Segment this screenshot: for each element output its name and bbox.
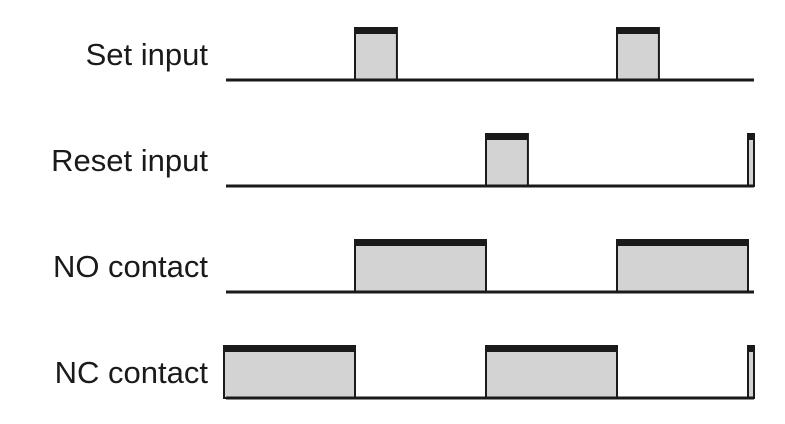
signal-label-no-contact: NO contact [53,249,208,284]
pulses-no-contact [354,239,749,293]
pulse-nc-contact-1 [223,345,356,399]
signal-row-reset-input: Reset input [51,133,755,188]
pulse-set-input-2 [616,27,660,81]
pulse-top-bar-reset-input-1 [486,134,528,140]
pulse-top-bar-set-input-1 [355,28,397,34]
pulse-set-input-1 [354,27,398,81]
pulse-reset-input-1 [485,133,529,187]
pulse-top-bar-nc-contact-1 [224,346,355,352]
pulse-no-contact-1 [354,239,487,293]
signal-row-nc-contact: NC contact [55,345,755,400]
pulses-reset-input [485,133,755,187]
pulse-nc-contact-2 [485,345,618,399]
pulses-set-input [354,27,660,81]
signal-row-set-input: Set input [86,27,754,82]
signal-label-nc-contact: NC contact [55,355,209,390]
pulse-top-bar-nc-contact-2 [486,346,617,352]
signal-label-set-input: Set input [86,37,209,72]
signal-row-no-contact: NO contact [53,239,754,294]
pulse-top-bar-reset-input-2 [748,134,754,140]
pulse-top-bar-nc-contact-3 [748,346,754,352]
pulse-no-contact-2 [616,239,749,293]
pulse-reset-input-2 [747,133,755,187]
pulses-nc-contact [223,345,755,399]
pulse-top-bar-no-contact-2 [617,240,748,246]
pulse-nc-contact-3 [747,345,755,399]
signal-label-reset-input: Reset input [51,143,208,178]
pulse-top-bar-set-input-2 [617,28,659,34]
pulse-top-bar-no-contact-1 [355,240,486,246]
